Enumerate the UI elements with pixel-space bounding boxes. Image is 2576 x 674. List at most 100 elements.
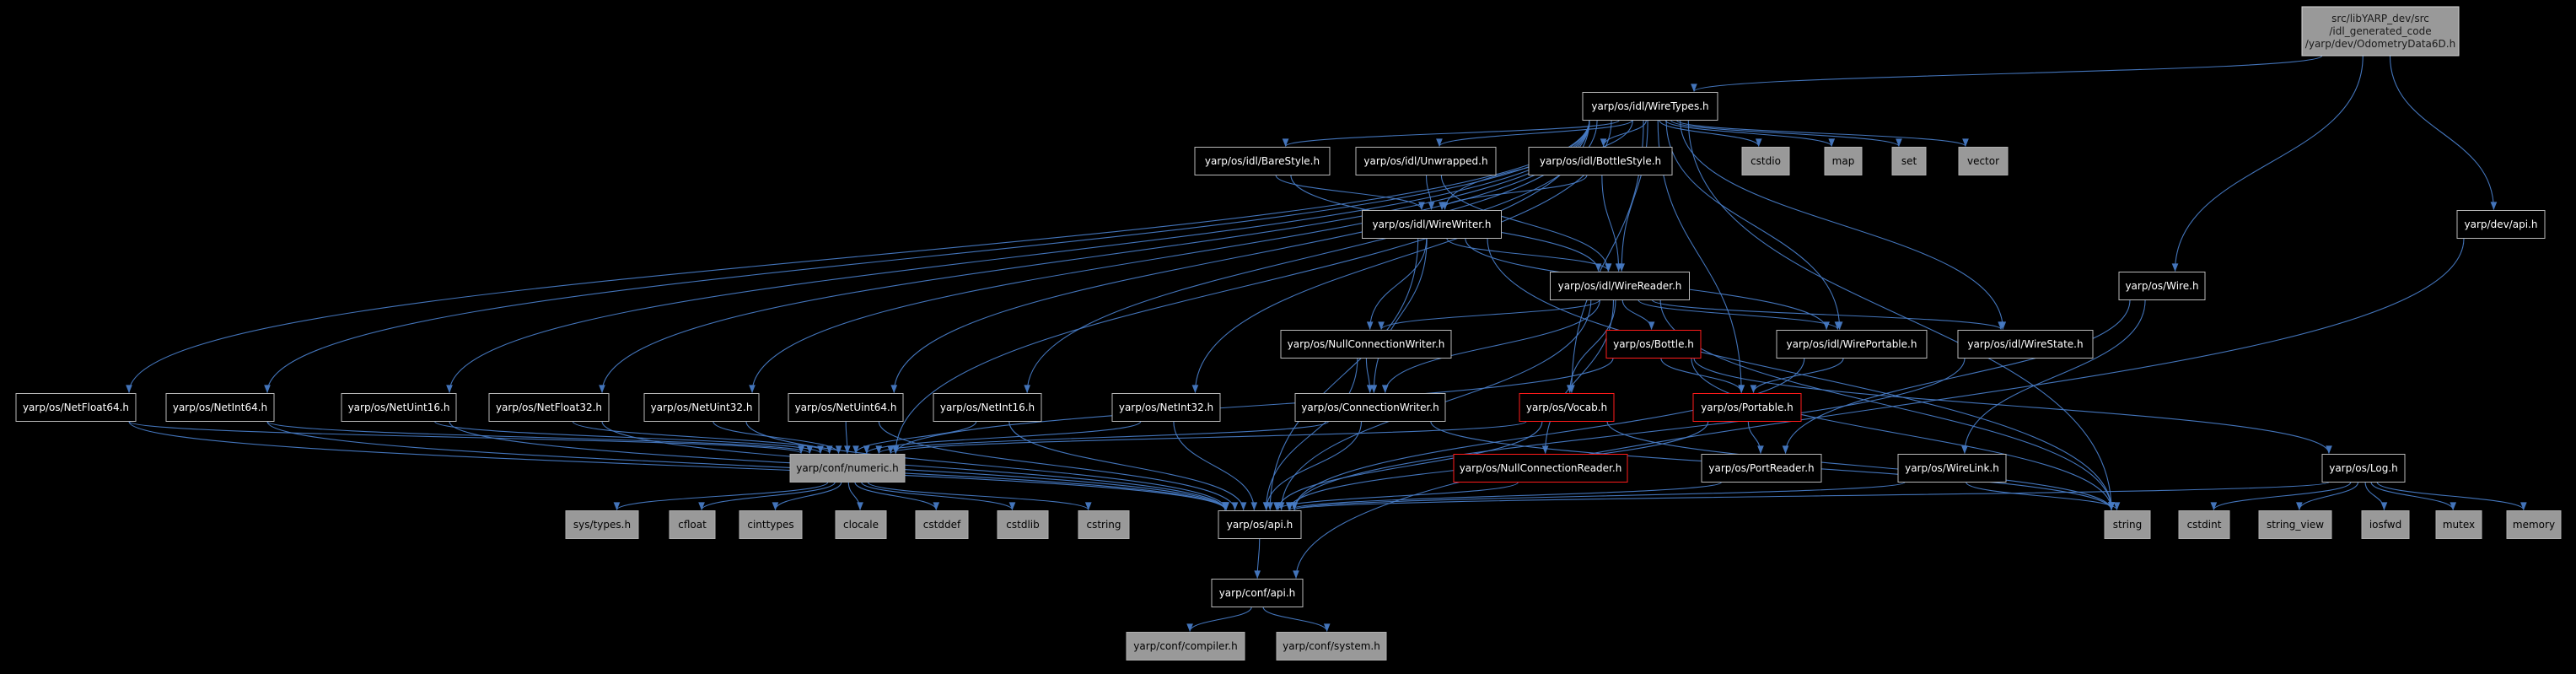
graph-node-portable[interactable]: yarp/os/Portable.h bbox=[1692, 393, 1802, 422]
graph-node-set: set bbox=[1891, 147, 1927, 175]
graph-node-label: cstdint bbox=[2187, 519, 2222, 531]
graph-node-netuint32[interactable]: yarp/os/NetUint32.h bbox=[643, 393, 760, 422]
graph-node-compiler: yarp/conf/compiler.h bbox=[1126, 632, 1245, 661]
graph-node-wirelink[interactable]: yarp/os/WireLink.h bbox=[1897, 454, 2007, 483]
graph-node-label: yarp/os/idl/WireTypes.h bbox=[1591, 100, 1708, 112]
include-edge-wirereader-to-vocab bbox=[1566, 299, 1616, 393]
include-edge-unwrapped-to-wirereader bbox=[1440, 175, 1612, 272]
graph-node-label: yarp/conf/api.h bbox=[1219, 587, 1296, 599]
graph-node-label: iosfwd bbox=[2369, 519, 2401, 531]
graph-node-label: yarp/os/idl/WireState.h bbox=[1967, 338, 2083, 350]
graph-node-systypes: sys/types.h bbox=[565, 510, 639, 539]
graph-node-label: yarp/os/Bottle.h bbox=[1613, 338, 1694, 350]
include-edge-wirereader-to-nullconnreader bbox=[1541, 299, 1615, 454]
include-edge-netuint64-to-osapi bbox=[878, 421, 1239, 510]
graph-node-mutex: mutex bbox=[2435, 510, 2482, 539]
include-edge-confapi-to-system bbox=[1262, 607, 1331, 632]
graph-node-netfloat32[interactable]: yarp/os/NetFloat32.h bbox=[488, 393, 610, 422]
graph-node-label: yarp/os/WireLink.h bbox=[1905, 462, 1999, 474]
include-edge-barestyle-to-wirewriter bbox=[1275, 175, 1425, 210]
graph-node-label: string bbox=[2113, 519, 2142, 531]
graph-node-netuint16[interactable]: yarp/os/NetUint16.h bbox=[341, 393, 457, 422]
graph-node-label: cfloat bbox=[678, 519, 707, 531]
include-edge-wiretypes-to-wirestate bbox=[1680, 120, 2007, 330]
include-edge-bottle-to-log bbox=[1693, 358, 2332, 454]
graph-node-label: yarp/os/NetInt16.h bbox=[940, 402, 1035, 413]
include-edge-bottlestyle-to-wirereader bbox=[1601, 175, 1622, 272]
include-edge-log-to-mutex bbox=[2370, 482, 2457, 510]
graph-node-netint16[interactable]: yarp/os/NetInt16.h bbox=[933, 393, 1042, 422]
graph-node-netfloat64[interactable]: yarp/os/NetFloat64.h bbox=[15, 393, 137, 422]
include-edge-numeric-to-cstddef bbox=[854, 482, 940, 510]
graph-node-unwrapped[interactable]: yarp/os/idl/Unwrapped.h bbox=[1355, 147, 1497, 175]
graph-node-label: sys/types.h bbox=[573, 519, 631, 531]
graph-node-netint32[interactable]: yarp/os/NetInt32.h bbox=[1111, 393, 1221, 422]
graph-node-label: yarp/os/NetFloat64.h bbox=[23, 402, 129, 413]
include-edge-wiretypes-to-wirereader bbox=[1618, 120, 1648, 272]
graph-node-root: src/libYARP_dev/src/idl_generated_code/y… bbox=[2301, 6, 2460, 57]
graph-node-wireportable[interactable]: yarp/os/idl/WirePortable.h bbox=[1776, 330, 1928, 359]
include-edge-netint16-to-osapi bbox=[1008, 421, 1247, 510]
graph-node-stringview: string_view bbox=[2258, 510, 2332, 539]
include-edge-wiretypes-to-set bbox=[1670, 119, 1902, 148]
graph-node-cinttypes: cinttypes bbox=[739, 510, 803, 539]
include-edge-wiretypes-to-unwrapped bbox=[1436, 119, 1633, 148]
graph-node-cstdlib: cstdlib bbox=[997, 510, 1049, 539]
include-edge-netint64-to-osapi bbox=[266, 421, 1229, 510]
graph-node-label: yarp/os/NetInt64.h bbox=[173, 402, 267, 413]
include-edge-wiretypes-to-netfloat64 bbox=[126, 120, 1590, 393]
graph-node-nullconnwriter[interactable]: yarp/os/NullConnectionWriter.h bbox=[1280, 330, 1452, 359]
include-edge-netfloat32-to-numeric bbox=[572, 421, 833, 454]
include-edge-devapi-to-confapi bbox=[1293, 238, 2465, 579]
include-edge-osapi-to-confapi bbox=[1254, 538, 1261, 579]
include-edge-wiretypes-to-netint64 bbox=[264, 120, 1590, 393]
include-edge-netfloat64-to-osapi bbox=[128, 421, 1229, 510]
graph-node-netuint64[interactable]: yarp/os/NetUint64.h bbox=[788, 393, 904, 422]
graph-node-bottle[interactable]: yarp/os/Bottle.h bbox=[1605, 330, 1702, 359]
graph-node-label: yarp/conf/numeric.h bbox=[796, 462, 898, 474]
graph-node-connwriter[interactable]: yarp/os/ConnectionWriter.h bbox=[1294, 393, 1446, 422]
graph-node-label: yarp/os/NetUint32.h bbox=[651, 402, 753, 413]
include-edge-portable-to-portreader bbox=[1747, 421, 1764, 454]
include-edge-unwrapped-to-wirewriter bbox=[1426, 175, 1435, 210]
graph-node-string: string bbox=[2104, 510, 2151, 539]
graph-node-label: clocale bbox=[843, 519, 879, 531]
graph-node-log[interactable]: yarp/os/Log.h bbox=[2321, 454, 2406, 483]
include-edge-wirewriter-to-wirereader bbox=[1446, 238, 1612, 272]
graph-node-vocab[interactable]: yarp/os/Vocab.h bbox=[1519, 393, 1615, 422]
include-edge-bottle-to-numeric bbox=[892, 358, 1614, 454]
graph-node-clocale: clocale bbox=[835, 510, 887, 539]
graph-node-memory: memory bbox=[2506, 510, 2562, 539]
graph-node-wiretypes[interactable]: yarp/os/idl/WireTypes.h bbox=[1582, 92, 1718, 121]
graph-node-label: map bbox=[1832, 155, 1855, 167]
graph-node-label: yarp/os/NullConnectionWriter.h bbox=[1288, 338, 1445, 350]
include-edge-portreader-to-osapi bbox=[1287, 481, 1722, 511]
graph-node-nullconnreader[interactable]: yarp/os/NullConnectionReader.h bbox=[1453, 454, 1628, 483]
graph-node-wirereader[interactable]: yarp/os/idl/WireReader.h bbox=[1550, 272, 1690, 300]
graph-node-osapi[interactable]: yarp/os/api.h bbox=[1218, 510, 1302, 539]
graph-node-wirewriter[interactable]: yarp/os/idl/WireWriter.h bbox=[1362, 210, 1502, 239]
graph-node-label: yarp/conf/system.h bbox=[1283, 640, 1380, 652]
graph-node-cstddef: cstddef bbox=[915, 510, 969, 539]
graph-node-label: cstring bbox=[1086, 519, 1121, 531]
graph-node-label: cstdio bbox=[1750, 155, 1781, 167]
graph-node-wirestate[interactable]: yarp/os/idl/WireState.h bbox=[1957, 330, 2094, 359]
include-edge-log-to-cstdint bbox=[2210, 482, 2352, 510]
include-edge-numeric-to-cstdlib bbox=[861, 482, 1016, 510]
graph-node-netint64[interactable]: yarp/os/NetInt64.h bbox=[165, 393, 275, 422]
graph-node-label: yarp/os/idl/Unwrapped.h bbox=[1363, 155, 1487, 167]
graph-node-portreader[interactable]: yarp/os/PortReader.h bbox=[1701, 454, 1822, 483]
graph-node-wire[interactable]: yarp/os/Wire.h bbox=[2118, 272, 2206, 300]
graph-node-confapi[interactable]: yarp/conf/api.h bbox=[1211, 579, 1304, 607]
graph-node-devapi[interactable]: yarp/dev/api.h bbox=[2456, 210, 2546, 239]
include-edge-wirestate-to-osapi bbox=[1291, 358, 1966, 510]
include-edge-bottle-to-portable bbox=[1660, 358, 1745, 393]
graph-node-barestyle[interactable]: yarp/os/idl/BareStyle.h bbox=[1194, 147, 1331, 175]
graph-node-bottlestyle[interactable]: yarp/os/idl/BottleStyle.h bbox=[1528, 147, 1673, 175]
include-edge-bottle-to-string bbox=[1691, 358, 2115, 510]
graph-node-label: yarp/os/idl/WireWriter.h bbox=[1373, 218, 1492, 230]
include-edge-wirereader-to-connwriter bbox=[1381, 299, 1600, 393]
include-edge-wiretypes-to-cstdio bbox=[1659, 120, 1762, 147]
